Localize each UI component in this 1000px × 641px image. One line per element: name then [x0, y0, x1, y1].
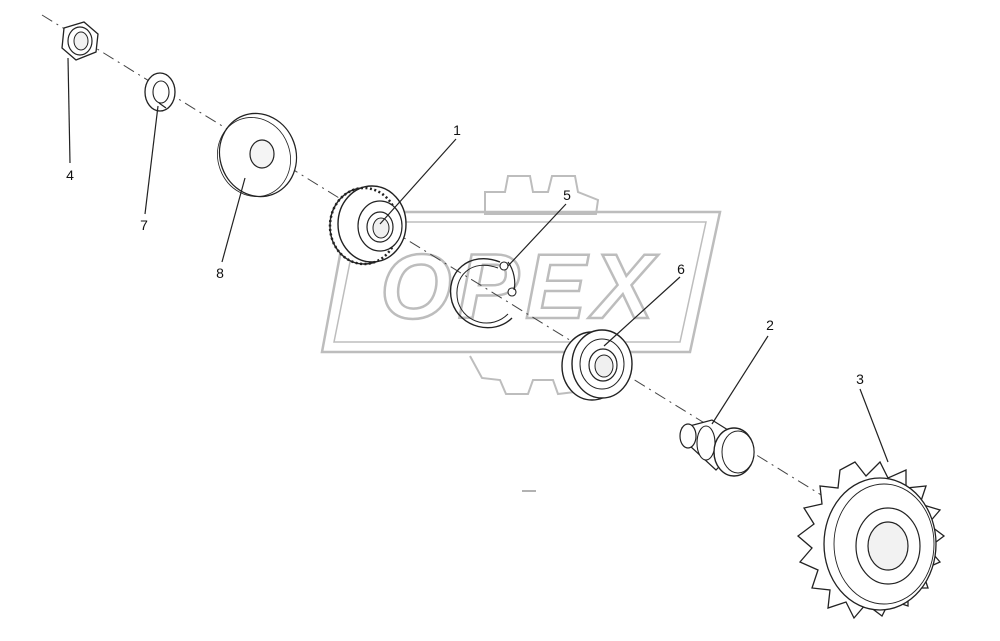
watermark-gear-outline: [484, 175, 600, 215]
sprocket: [796, 460, 946, 620]
opex-watermark: OPEX: [320, 175, 722, 396]
leader-1: [379, 138, 457, 225]
leader-2: [711, 335, 769, 425]
leader-5: [507, 203, 567, 267]
lock-washer: [144, 72, 176, 112]
callout-4: 4: [66, 167, 74, 183]
watermark-frame-outer: [320, 210, 722, 354]
assembly-axis: [41, 14, 936, 566]
flat-washer: [217, 112, 298, 198]
callout-3: 3: [856, 371, 864, 387]
leader-3: [859, 388, 889, 463]
bearing: [561, 329, 633, 401]
drive-gear: [328, 185, 407, 266]
hex-nut: [61, 21, 99, 61]
leader-6: [603, 276, 681, 347]
leader-8: [221, 177, 246, 263]
callout-8: 8: [216, 265, 224, 281]
watermark-text: OPEX: [380, 236, 660, 338]
retaining-ring: [449, 257, 517, 329]
callout-6: 6: [677, 261, 685, 277]
leader-4: [67, 57, 71, 164]
watermark-frame-inner: [333, 221, 707, 343]
callout-1: 1: [453, 122, 461, 138]
callout-5: 5: [563, 187, 571, 203]
leader-7: [144, 105, 159, 215]
callout-2: 2: [766, 317, 774, 333]
callout-7: 7: [140, 217, 148, 233]
shaft-pin: [679, 419, 755, 477]
